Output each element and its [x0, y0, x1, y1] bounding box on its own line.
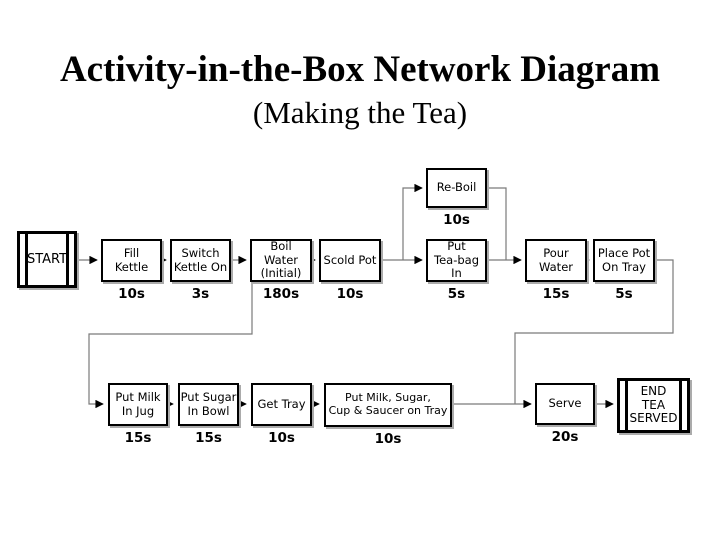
duration-assemble-tray: 10s: [374, 431, 402, 447]
edge-boil-milk: [88, 281, 253, 409]
node-start: START: [17, 231, 77, 288]
node-fill-kettle: Fill Kettle: [101, 239, 162, 282]
duration-scold-pot: 10s: [336, 286, 364, 302]
duration-place-pot-on-tray: 5s: [615, 286, 633, 302]
duration-put-sugar-in-bowl: 15s: [195, 430, 222, 446]
duration-fill-kettle: 10s: [118, 286, 145, 302]
node-start-label: START: [26, 251, 68, 267]
node-put-tea-bag-in: Put Tea-bag In: [426, 239, 487, 282]
node-end-label: END TEA SERVED: [629, 383, 678, 426]
duration-switch-kettle-on: 3s: [191, 286, 210, 302]
node-pour-water: Pour Water: [525, 239, 587, 282]
duration-boil-water: 180s: [262, 286, 300, 302]
node-switch-kettle-on: Switch Kettle On: [170, 239, 231, 282]
node-re-boil: Re-Boil: [426, 168, 487, 208]
node-boil-water: Boil Water (Initial): [250, 239, 312, 282]
edge-scold-reboil: [402, 183, 423, 260]
edge-place-serve: [514, 259, 674, 404]
node-get-tray: Get Tray: [251, 383, 312, 426]
node-scold-pot: Scold Pot: [319, 239, 381, 282]
node-put-sugar-in-bowl: Put Sugar In Bowl: [178, 383, 239, 426]
page-title: Activity-in-the-Box Network Diagram: [59, 49, 661, 90]
duration-pour-water: 15s: [542, 286, 570, 302]
duration-put-milk-in-jug: 15s: [124, 430, 152, 446]
node-put-milk-in-jug: Put Milk In Jug: [108, 383, 168, 426]
node-end: END TEA SERVED: [617, 378, 690, 433]
page-subtitle: (Making the Tea): [252, 94, 468, 130]
title-block: Activity-in-the-Box Network Diagram (Mak…: [0, 49, 720, 130]
terminal-bar-right: [66, 234, 69, 285]
terminal-bar-left: [625, 381, 628, 430]
node-serve: Serve: [535, 383, 595, 425]
node-assemble-tray: Put Milk, Sugar, Cup & Saucer on Tray: [324, 383, 452, 427]
terminal-bar-left: [25, 234, 28, 285]
terminal-bar-right: [679, 381, 682, 430]
duration-serve: 20s: [551, 429, 579, 445]
duration-get-tray: 10s: [268, 430, 295, 446]
node-place-pot-on-tray: Place Pot On Tray: [593, 239, 655, 282]
duration-re-boil: 10s: [443, 212, 470, 228]
edge-reboil-return: [487, 187, 507, 260]
duration-put-tea-bag-in: 5s: [447, 286, 466, 302]
